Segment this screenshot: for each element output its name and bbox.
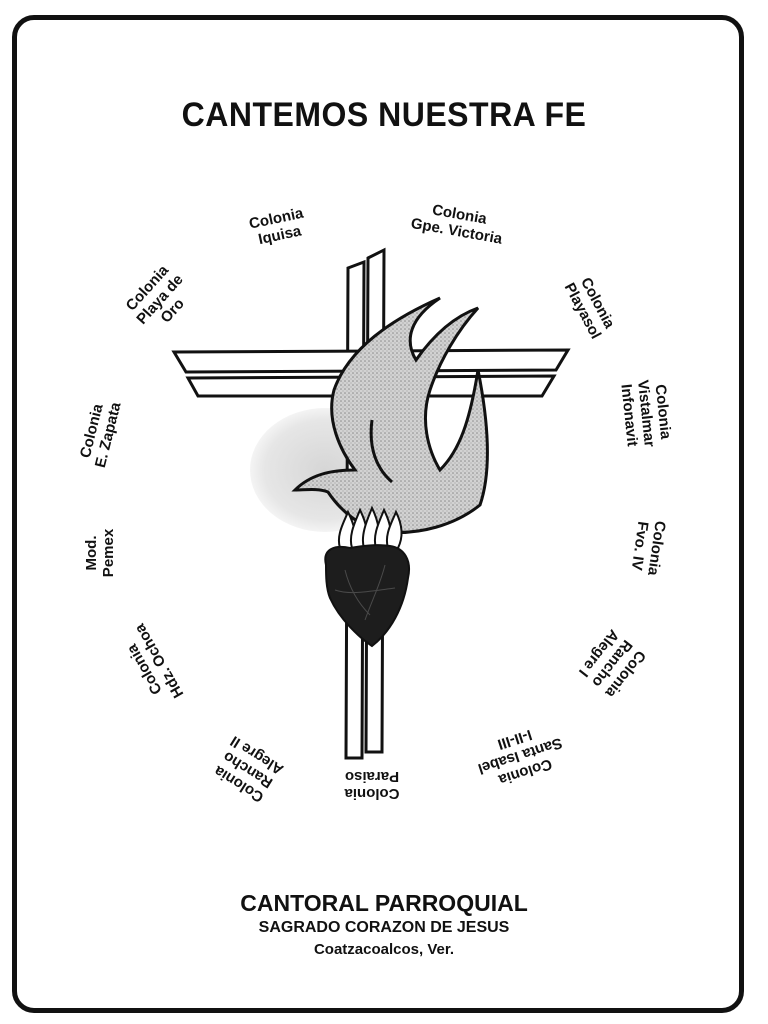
- sacred-heart-icon: [324, 544, 410, 648]
- page-border: [12, 15, 744, 1013]
- footer-subtitle: SAGRADO CORAZON DE JESUS: [258, 919, 510, 936]
- page-title: CANTEMOS NUESTRA FE: [181, 94, 587, 134]
- flame-icon: [338, 505, 403, 549]
- neighborhood-label-line: Pemex: [100, 528, 117, 578]
- footer-location: Coatzacoalcos, Ver.: [313, 941, 455, 958]
- dove-icon: [291, 296, 489, 534]
- footer-title: CANTORAL PARROQUIAL: [240, 890, 528, 916]
